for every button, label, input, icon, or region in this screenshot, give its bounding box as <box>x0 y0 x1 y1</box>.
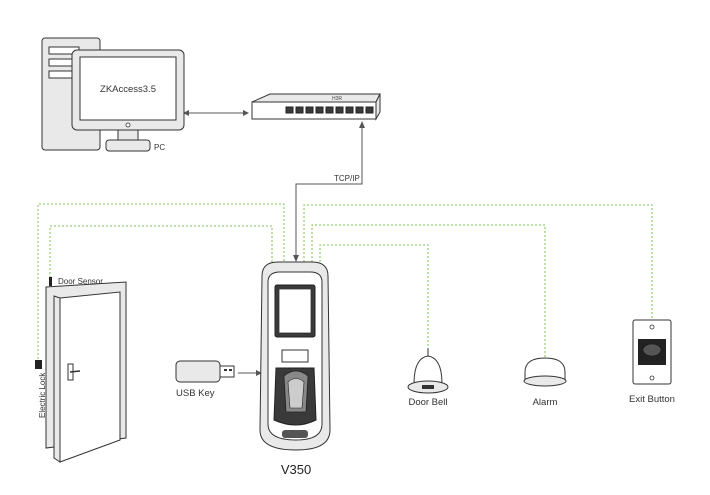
alarm-base <box>523 375 567 387</box>
door-bell-wire <box>319 244 429 348</box>
arrow-up-icon <box>359 121 365 128</box>
tcpip-link <box>295 125 363 258</box>
electric-lock <box>35 360 42 369</box>
door-sensor <box>49 277 52 286</box>
switch-ports <box>285 106 374 114</box>
pc-label: PC <box>154 143 165 152</box>
alarm-label: Alarm <box>533 397 558 408</box>
door-edge <box>53 295 61 463</box>
alarm-icon <box>524 357 566 381</box>
alarm-wire <box>311 224 546 358</box>
exit-button-wire <box>303 204 653 320</box>
electric-lock-label: Electric Lock <box>38 372 47 418</box>
device-card-area <box>281 349 309 363</box>
device-screen-inner <box>278 288 312 334</box>
usb-label: USB Key <box>176 388 215 399</box>
power-icon <box>125 122 131 128</box>
arrow-right-icon <box>243 110 249 116</box>
speaker-grill <box>282 430 308 438</box>
door-sensor-label: Door Sensor <box>58 277 103 286</box>
pc-monitor-neck <box>117 129 139 141</box>
network-switch: H3R TCP/IP <box>251 93 381 183</box>
device-label: V350 <box>281 462 311 477</box>
arrow-left-icon <box>183 110 189 116</box>
arrow-down-icon <box>293 255 299 262</box>
arrow-right-icon <box>256 370 262 376</box>
door-bell-label: Door Bell <box>408 397 447 408</box>
pc-screen <box>79 56 177 121</box>
bell-icon <box>413 355 443 385</box>
door-sensor-wire <box>49 225 273 278</box>
door-bell: Door Bell <box>407 348 449 408</box>
usb-key: USB Key <box>175 360 235 399</box>
switch-top <box>251 93 381 103</box>
exit-button: EXIT Exit Button <box>629 319 675 405</box>
pc-monitor-base <box>105 139 151 152</box>
door: Door Sensor Electric Lock <box>35 277 127 463</box>
wires <box>37 110 653 376</box>
pc-screen-text: ZKAccess3.5 <box>100 84 156 95</box>
electric-lock-wire <box>37 203 285 367</box>
v350-device: V350 <box>259 261 331 477</box>
alarm: Alarm <box>523 357 567 408</box>
tcpip-label: TCP/IP <box>334 174 360 183</box>
exit-text: EXIT <box>646 367 657 373</box>
pc: ZKAccess3.5 PC <box>41 37 185 152</box>
switch-side <box>375 93 381 121</box>
switch-brand: H3R <box>332 96 342 102</box>
exit-button-label: Exit Button <box>629 394 675 405</box>
usb-plug <box>219 365 235 378</box>
usb-body <box>175 360 221 383</box>
